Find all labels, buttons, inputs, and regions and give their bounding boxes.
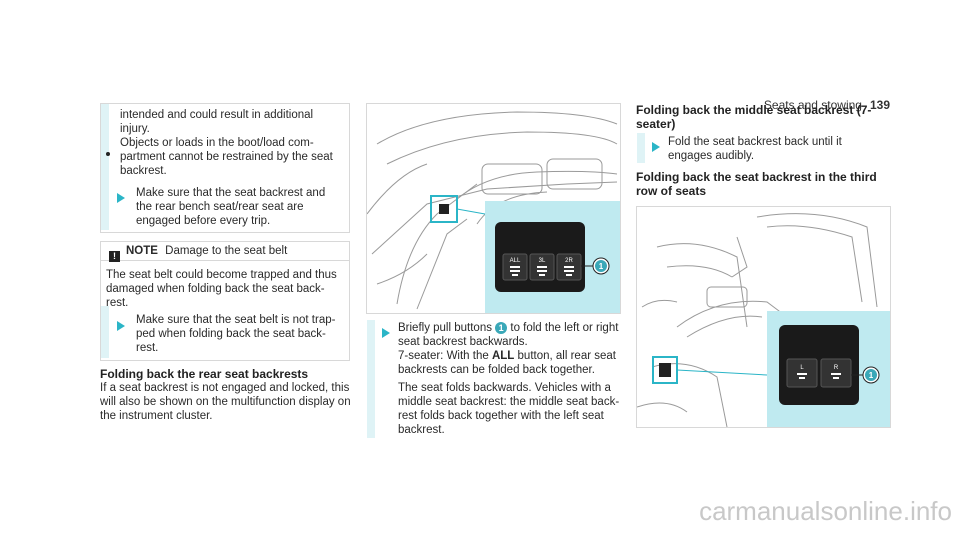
button-right-label: R xyxy=(834,365,839,371)
exclamation-icon: ! xyxy=(109,251,120,262)
step-text-a: Briefly pull buttons xyxy=(398,322,492,334)
warning-step-text: Make sure that the seat backrest and the… xyxy=(136,187,326,227)
pull-buttons-step: Briefly pull buttons 1 to fold the left … xyxy=(398,321,623,377)
button-2r-label: 2R xyxy=(565,258,573,264)
warning-bar xyxy=(101,104,109,230)
note-step-text: Make sure that the seat belt is not trap… xyxy=(136,314,336,354)
warning-continued-text: intended and could result in additional … xyxy=(120,109,314,135)
heading-third-row: Folding back the seat backrest in the th… xyxy=(636,170,877,198)
warning-box xyxy=(100,103,350,233)
seater-text-b: button, all rear seat backrests can be f… xyxy=(398,350,616,376)
note-box xyxy=(100,241,350,361)
callout-1-number: 1 xyxy=(869,371,874,380)
button-panel-thumb xyxy=(439,204,449,214)
third-row-heading-wrap: Folding back the seat backrest in the th… xyxy=(636,170,886,198)
callout-1-inline: 1 xyxy=(495,321,508,334)
button-left-label: L xyxy=(800,365,804,371)
boot-interior-illustration: ALL 3L 2R 1 xyxy=(367,111,620,313)
seat-icons xyxy=(797,373,841,379)
note-title: Damage to the seat belt xyxy=(165,245,288,257)
rear-seat-paragraph: If a seat backrest is not engaged and lo… xyxy=(100,382,351,422)
step-arrow-icon xyxy=(652,142,660,152)
callout-1-number: 1 xyxy=(599,262,604,271)
figure-third-row-buttons: L R 1 xyxy=(636,206,891,428)
middle-seat-heading-wrap: Folding back the middle seat backrest (7… xyxy=(636,103,886,131)
section-heading: Folding back the rear seat backrests xyxy=(100,367,350,381)
note-body: The seat belt could become trapped and t… xyxy=(106,269,337,309)
button-all-label: ALL xyxy=(510,258,521,264)
button-3l-label: 3L xyxy=(539,258,546,264)
warning-bullet-text: Objects or loads in the boot/load com- p… xyxy=(120,137,333,177)
heading-middle-seat-backrest: Folding back the middle seat backrest (7… xyxy=(636,103,872,131)
step-arrow-icon xyxy=(382,328,390,338)
section-title: Seats and stowing xyxy=(763,98,862,112)
page-number: 139 xyxy=(869,98,890,112)
third-row-illustration: L R 1 xyxy=(637,213,890,427)
note-header xyxy=(101,242,349,261)
seater-text: 7-seater: With the xyxy=(398,350,489,362)
step-arrow-icon xyxy=(117,193,125,203)
fold-seat-step: Fold the seat backrest back until it eng… xyxy=(668,136,842,162)
step-bar xyxy=(367,320,375,438)
seat-folds-paragraph: The seat folds backwards. Vehicles with … xyxy=(398,382,620,436)
note-step-bar xyxy=(101,306,109,358)
heading-rear-seat-backrests: Folding back the rear seat backrests xyxy=(100,367,309,381)
note-title-line: NOTE Damage to the seat belt xyxy=(126,244,346,258)
button-thumb xyxy=(659,363,671,377)
watermark: carmanualsonline.info xyxy=(699,496,952,526)
step-arrow-icon xyxy=(117,321,125,331)
bullet-icon xyxy=(106,152,110,156)
seat-icons xyxy=(510,266,574,276)
figure-boot-buttons: ALL 3L 2R 1 xyxy=(366,103,621,314)
note-label: NOTE xyxy=(126,245,158,257)
all-label: ALL xyxy=(491,350,515,362)
page-header: Seats and stowing 139 xyxy=(764,98,890,112)
step-text-b: to fold the left or right seat backrest … xyxy=(398,322,619,348)
step-bar xyxy=(637,133,645,163)
